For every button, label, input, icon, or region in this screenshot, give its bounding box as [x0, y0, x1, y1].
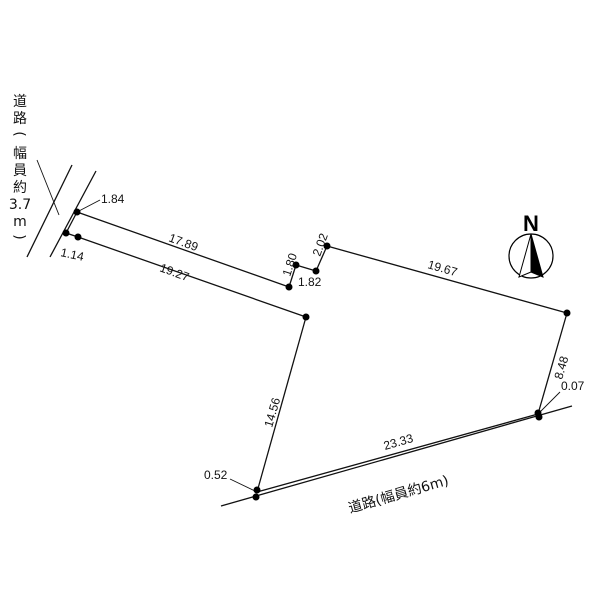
- left-road-char: m: [13, 214, 27, 230]
- vertex: [312, 267, 320, 275]
- left-road-char: 路: [13, 111, 27, 127]
- edge-17-89: [76, 211, 290, 288]
- jog-edge-1: [288, 264, 297, 288]
- vertex: [252, 493, 260, 501]
- left-road-char: 幅: [13, 146, 27, 162]
- bottom-road-label: 道路(幅員約6m): [347, 473, 451, 517]
- bottom-road-line: [220, 405, 573, 507]
- dim-label-corner-left: 1.14: [59, 245, 85, 264]
- north-arrow: N: [508, 211, 554, 279]
- edge-19-27: [77, 236, 307, 318]
- left-road-char: 道: [13, 94, 27, 110]
- vertex: [253, 486, 261, 494]
- vertex: [73, 208, 81, 216]
- vertex: [323, 242, 331, 250]
- edge-14-56: [256, 316, 307, 493]
- dim-label-corner-tl: 1.84: [101, 192, 125, 206]
- left-road-char: 3.7: [9, 197, 31, 213]
- vertex: [302, 313, 310, 321]
- left-road-char: (: [11, 131, 27, 136]
- left-road-line-inner: [49, 170, 97, 258]
- edge-corner-cut: [65, 211, 78, 234]
- vertex: [285, 283, 293, 291]
- left-road-leader: [36, 159, 60, 216]
- dim-label-top-left-edge: 17.89: [167, 231, 200, 255]
- left-road-label: 道 路 ( 幅 員 約 3.7 m ): [9, 94, 31, 240]
- north-arrow-left-half: [518, 233, 532, 278]
- dim-label-corner-bottom-right: 0.07: [561, 379, 585, 393]
- dim-label-corner-bottom-left: 0.52: [204, 468, 228, 482]
- dim-label-jog-c: 1.82: [298, 275, 322, 289]
- north-label: N: [523, 211, 539, 236]
- edge-23-33: [256, 413, 539, 493]
- left-road-char: 約: [13, 180, 27, 196]
- vertex: [292, 261, 300, 269]
- leader-1-84: [76, 199, 101, 213]
- edge-19-67: [326, 245, 568, 314]
- dim-label-top-right-edge: 19.67: [426, 257, 459, 279]
- north-arrow-right-half: [530, 233, 544, 278]
- dim-label-lower-left-edge: 19.27: [158, 261, 191, 285]
- vertex: [535, 413, 543, 421]
- left-road-char: ): [11, 234, 27, 239]
- edge-8-48: [537, 312, 568, 415]
- vertex: [62, 229, 70, 237]
- dim-label-right-edge: 8.48: [551, 354, 571, 381]
- left-road-line-outer: [26, 164, 73, 258]
- leader-0-07: [537, 391, 561, 415]
- dim-label-jog-a: 1.80: [280, 251, 301, 278]
- leader-0-52: [229, 478, 258, 493]
- dim-label-jog-b: 2.02: [310, 231, 331, 258]
- jog-edge-3: [315, 245, 328, 272]
- vertex: [563, 309, 571, 317]
- vertex: [74, 233, 82, 241]
- left-road-char: 員: [13, 163, 27, 179]
